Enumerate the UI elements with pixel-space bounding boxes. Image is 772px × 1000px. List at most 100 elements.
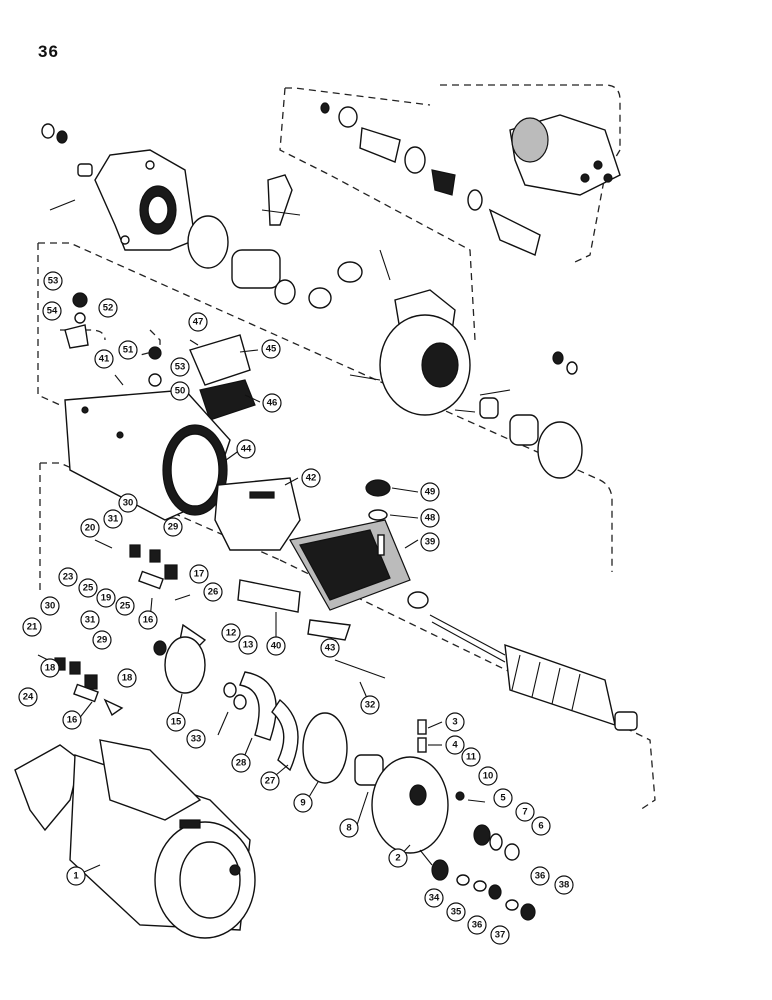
callout-label: 49 [425, 487, 436, 498]
callout-label: 19 [101, 593, 112, 604]
callout-42: 42 [301, 468, 321, 488]
callout-label: 1 [73, 871, 79, 882]
starter-motor-assembly [14, 739, 256, 939]
callout-label: 33 [191, 734, 202, 745]
callout-label: 21 [27, 622, 38, 633]
callout-31-upper: 31 [103, 509, 123, 529]
callout-label: 26 [208, 587, 219, 598]
callout-15: 15 [166, 712, 186, 732]
callout-label: 4 [452, 740, 458, 751]
callout-label: 43 [325, 643, 336, 654]
callout-label: 8 [346, 823, 351, 834]
callout-25-upper: 25 [78, 578, 98, 598]
callout-3: 3 [445, 712, 465, 732]
callout-label: 29 [97, 635, 108, 646]
commutator-end-frame [371, 756, 449, 881]
callout-6: 6 [531, 816, 551, 836]
page-number: 36 [38, 42, 59, 61]
callout-52: 52 [98, 298, 118, 318]
callout-label: 46 [267, 398, 278, 409]
callout-44: 44 [236, 439, 256, 459]
callout-36-right: 36 [530, 866, 550, 886]
callout-label: 51 [123, 345, 134, 356]
callout-16-upper: 16 [138, 610, 158, 630]
callout-38: 38 [554, 875, 574, 895]
callout-label: 12 [226, 628, 237, 639]
callout-30-lower: 30 [40, 596, 60, 616]
housing-group-outline [37, 242, 613, 572]
callout-label: 27 [265, 776, 276, 787]
callout-53-upper: 53 [43, 271, 63, 291]
callout-19: 19 [96, 588, 116, 608]
callout-label: 20 [85, 523, 96, 534]
callout-label: 40 [271, 641, 282, 652]
callout-4: 4 [445, 735, 465, 755]
callout-34: 34 [424, 888, 444, 908]
callout-label: 7 [522, 807, 527, 818]
callout-label: 16 [67, 715, 78, 726]
callout-43: 43 [320, 638, 340, 658]
callout-48: 48 [420, 508, 440, 528]
callout-45: 45 [261, 339, 281, 359]
callout-label: 5 [500, 793, 506, 804]
callout-label: 47 [193, 317, 204, 328]
callout-label: 34 [429, 893, 440, 904]
shift-lever [261, 174, 301, 226]
brush-plate [237, 579, 386, 679]
callout-46: 46 [262, 393, 282, 413]
callout-5: 5 [493, 788, 513, 808]
callout-label: 53 [175, 362, 186, 373]
brush-holder-outline [60, 329, 161, 356]
callout-label: 31 [85, 615, 96, 626]
plunger-group-outline [279, 87, 476, 341]
callout-49: 49 [420, 482, 440, 502]
callout-label: 42 [306, 473, 317, 484]
commutator-washers [365, 479, 429, 609]
solenoid-housing-endplate [349, 289, 583, 479]
callout-30-upper: 30 [118, 493, 138, 513]
callout-24: 24 [18, 687, 38, 707]
callout-label: 54 [47, 306, 58, 317]
drive-housing [94, 149, 196, 251]
callout-label: 39 [425, 537, 436, 548]
callout-28: 28 [231, 753, 251, 773]
callout-37: 37 [490, 925, 510, 945]
drive-pinion-assembly [231, 249, 332, 309]
callout-47: 47 [188, 312, 208, 332]
field-frame [64, 389, 231, 521]
callout-label: 38 [559, 880, 570, 891]
brush-holder-set-upper [94, 539, 207, 651]
callout-25-mid: 25 [115, 596, 135, 616]
callout-label: 50 [175, 386, 186, 397]
field-group-outline [39, 462, 656, 811]
callout-label: 35 [451, 907, 462, 918]
callout-label: 53 [48, 276, 59, 287]
callout-18-lower: 18 [117, 668, 137, 688]
callout-label: 41 [99, 354, 110, 365]
callout-label: 25 [83, 583, 94, 594]
callout-20: 20 [80, 518, 100, 538]
callout-label: 2 [395, 853, 400, 864]
callout-2: 2 [388, 848, 408, 868]
callout-label: 45 [266, 344, 277, 355]
field-coil-insulator [189, 334, 256, 421]
callout-12: 12 [221, 623, 241, 643]
callout-label: 36 [535, 871, 546, 882]
callout-label: 31 [108, 514, 119, 525]
callout-label: 44 [241, 444, 252, 455]
callout-7: 7 [515, 802, 535, 822]
callout-label: 32 [365, 700, 376, 711]
callout-33: 33 [186, 729, 206, 749]
callout-label: 30 [45, 601, 56, 612]
callout-29-lower: 29 [92, 630, 112, 650]
callout-18-upper: 18 [40, 658, 60, 678]
callout-32: 32 [360, 695, 380, 715]
commutator-end-plate [153, 636, 384, 786]
callout-53-lower: 53 [170, 357, 190, 377]
end-frame-hardware [417, 719, 536, 921]
callout-50: 50 [170, 381, 190, 401]
callout-36-left: 36 [467, 915, 487, 935]
callout-label: 37 [495, 930, 506, 941]
callout-label: 6 [538, 821, 543, 832]
